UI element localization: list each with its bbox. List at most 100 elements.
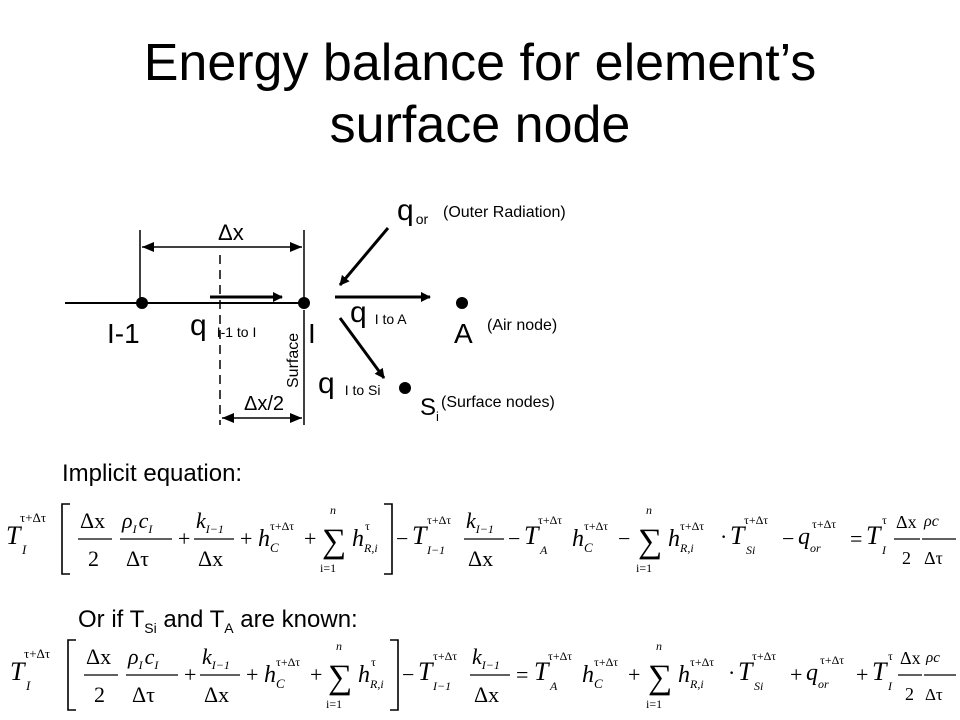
svg-text:kI−1: kI−1	[196, 508, 224, 536]
svg-text:kI−1: kI−1	[466, 508, 494, 536]
air-node-label: A	[454, 318, 473, 349]
implicit-equation: T I τ+Δτ Δx 2 ρIcI Δτ + kI−1 Δx + hC τ+Δ…	[6, 503, 956, 575]
svg-text:ρIcI: ρIcI	[121, 508, 153, 536]
surface-label: Surface	[285, 333, 302, 388]
svg-text:I−1: I−1	[426, 543, 445, 557]
svg-text:τ+Δτ: τ+Δτ	[820, 653, 844, 667]
svg-text:or: or	[810, 541, 821, 555]
svg-text:T: T	[872, 657, 888, 686]
svg-text:Δτ: Δτ	[924, 548, 943, 568]
svg-text:q: q	[806, 660, 818, 686]
svg-text:Δτ: Δτ	[925, 685, 943, 704]
svg-text:I: I	[25, 678, 31, 693]
page-title: Energy balance for element’s surface nod…	[0, 32, 960, 156]
svg-text:Δx: Δx	[198, 546, 223, 571]
svg-text:+: +	[178, 526, 190, 551]
title-line-2: surface node	[329, 96, 631, 154]
svg-text:i=1: i=1	[646, 697, 662, 711]
svg-text:T: T	[730, 521, 746, 550]
svg-text:+: +	[628, 662, 640, 687]
svg-text:n: n	[336, 639, 342, 653]
svg-text:∑: ∑	[648, 659, 672, 696]
title-line-1: Energy balance for element’s	[143, 34, 817, 92]
svg-text:τ+Δτ: τ+Δτ	[812, 517, 836, 531]
svg-text:τ+Δτ: τ+Δτ	[24, 646, 50, 661]
dx-label: Δx	[218, 220, 244, 245]
svg-text:Si: Si	[746, 543, 755, 557]
surface-node-label: Si	[420, 394, 439, 424]
svg-text:τ+Δτ: τ+Δτ	[548, 649, 572, 663]
svg-text:ρc: ρc	[923, 513, 939, 530]
svg-text:τ: τ	[365, 519, 370, 533]
svg-text:τ+Δτ: τ+Δτ	[584, 519, 608, 533]
svg-text:q: q	[798, 524, 810, 550]
half-dx-arrow-left	[222, 413, 234, 423]
svg-text:+: +	[246, 662, 258, 687]
node-i-minus-1	[136, 297, 148, 309]
svg-text:A: A	[539, 543, 548, 557]
svg-text:T: T	[738, 657, 754, 686]
node-i-label: I	[308, 318, 316, 349]
svg-text:∑: ∑	[322, 523, 346, 560]
svg-text:Δx: Δx	[204, 682, 229, 707]
svg-text:hC: hC	[264, 662, 285, 691]
svg-text:τ+Δτ: τ+Δτ	[276, 655, 300, 669]
svg-text:Δx: Δx	[86, 644, 111, 669]
svg-text:τ+Δτ: τ+Δτ	[538, 513, 562, 527]
svg-text:I: I	[881, 543, 887, 557]
svg-text:T: T	[866, 521, 882, 550]
outer-radiation-arrow	[338, 227, 390, 286]
svg-text:n: n	[646, 503, 652, 517]
svg-text:hC: hC	[258, 526, 279, 555]
svg-text:2: 2	[94, 682, 105, 707]
svg-text:i=1: i=1	[326, 697, 342, 711]
svg-text:hR,i: hR,i	[678, 662, 704, 691]
svg-text:τ+Δτ: τ+Δτ	[690, 655, 714, 669]
svg-text:τ+Δτ: τ+Δτ	[20, 510, 46, 525]
svg-text:kI−1: kI−1	[202, 644, 230, 672]
svg-text:hC: hC	[582, 662, 603, 691]
svg-text:+: +	[240, 526, 252, 551]
svg-text:kI−1: kI−1	[472, 644, 500, 672]
svg-text:−: −	[618, 526, 630, 551]
svg-text:τ+Δτ: τ+Δτ	[594, 655, 618, 669]
svg-text:τ: τ	[888, 649, 893, 663]
svg-text:hR,i: hR,i	[352, 526, 378, 555]
svg-text:2: 2	[902, 548, 911, 568]
svg-text:+: +	[310, 662, 322, 687]
svg-text:Δx: Δx	[80, 508, 105, 533]
svg-text:+: +	[856, 662, 868, 687]
svg-text:T: T	[412, 521, 428, 550]
air-node	[456, 297, 468, 309]
svg-text:=: =	[516, 662, 528, 687]
dx-arrow-left	[142, 242, 154, 252]
outer-radiation-description: (Outer Radiation)	[443, 204, 566, 221]
half-dx-label: Δx/2	[244, 393, 284, 415]
half-dx-arrow-right	[290, 413, 302, 423]
dx-arrow-right	[290, 242, 302, 252]
svg-text:n: n	[330, 503, 336, 517]
svg-text:−: −	[396, 526, 408, 551]
surface-radiation-arrow	[338, 317, 386, 379]
node-i-minus-1-label: I-1	[107, 318, 140, 349]
svg-text:−: −	[782, 526, 794, 551]
svg-text:2: 2	[905, 684, 914, 704]
svg-text:T: T	[6, 521, 22, 550]
svg-text:τ+Δτ: τ+Δτ	[433, 649, 457, 663]
svg-text:T: T	[10, 657, 26, 686]
svg-text:Δx: Δx	[474, 682, 499, 707]
svg-text:τ+Δτ: τ+Δτ	[752, 649, 776, 663]
svg-text:T: T	[418, 657, 434, 686]
known-temperatures-label: Or if TSi and TA are known:	[78, 606, 358, 636]
surface-node-description: (Surface nodes)	[441, 394, 555, 411]
svg-text:T: T	[534, 657, 550, 686]
svg-text:i=1: i=1	[320, 561, 336, 575]
svg-text:·: ·	[728, 660, 735, 685]
svg-text:hR,i: hR,i	[668, 526, 694, 555]
svg-text:·: ·	[720, 524, 727, 549]
svg-text:τ+Δτ: τ+Δτ	[680, 519, 704, 533]
